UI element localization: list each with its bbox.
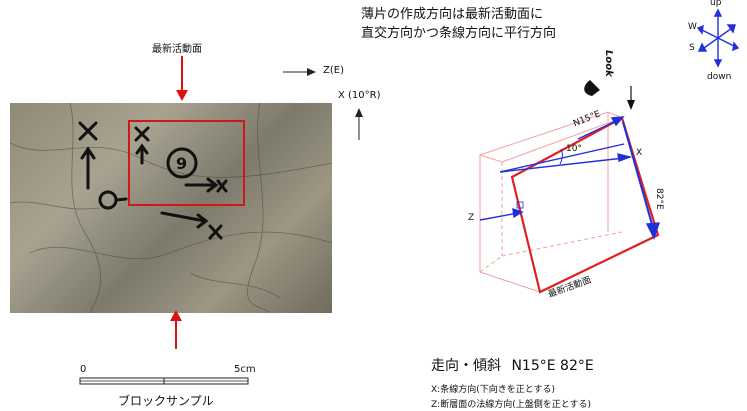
compass-up: up [710, 0, 722, 8]
rock-texture [10, 103, 332, 313]
compass-w: W [688, 22, 697, 32]
look-label: Look [603, 50, 614, 77]
angle-label: 10° [566, 144, 582, 154]
z-axis-label: Z [468, 213, 475, 223]
summary-title: 走向・傾斜 [431, 358, 501, 374]
z-axis-arrow [283, 68, 316, 76]
compass-icon [696, 8, 740, 68]
bottom-red-arrow [170, 310, 182, 349]
photo-top-label: 最新活動面 [152, 44, 202, 55]
summary-value: N15°E 82°E [511, 358, 594, 374]
svg-text:9: 9 [176, 154, 187, 173]
scale-bar [79, 377, 249, 385]
fault-block-diagram [478, 80, 660, 294]
scale-zero: 0 [80, 364, 87, 375]
hand-markings: 9 [78, 121, 228, 240]
fault-plane [510, 116, 660, 294]
header-line-1: 薄片の作成方向は最新活動面に [361, 7, 544, 22]
x-axis-arrow [355, 108, 363, 140]
block-sample-photo: 9 [10, 103, 332, 313]
compass-s: S [689, 43, 695, 53]
header-line-2: 直交方向かつ条線方向に平行方向 [361, 26, 557, 41]
summary-note-2: Z:断層面の法線方向(上盤側を正とする) [431, 400, 591, 410]
x-10r-label: X (10°R) [338, 90, 381, 101]
z-e-label: Z(E) [323, 65, 344, 76]
dip-label: 82°E [654, 188, 664, 210]
summary-note-1: X:条線方向(下向きを正とする) [431, 385, 555, 395]
eye-icon [584, 80, 600, 96]
scale-five: 5cm [234, 364, 256, 375]
x-axis-label: X [636, 148, 643, 158]
summary-line: 走向・傾斜 N15°E 82°E [431, 355, 594, 375]
top-red-arrow [176, 56, 188, 101]
red-sample-frame [128, 120, 245, 206]
compass-down: down [707, 72, 732, 82]
scale-caption: ブロックサンプル [118, 394, 214, 408]
